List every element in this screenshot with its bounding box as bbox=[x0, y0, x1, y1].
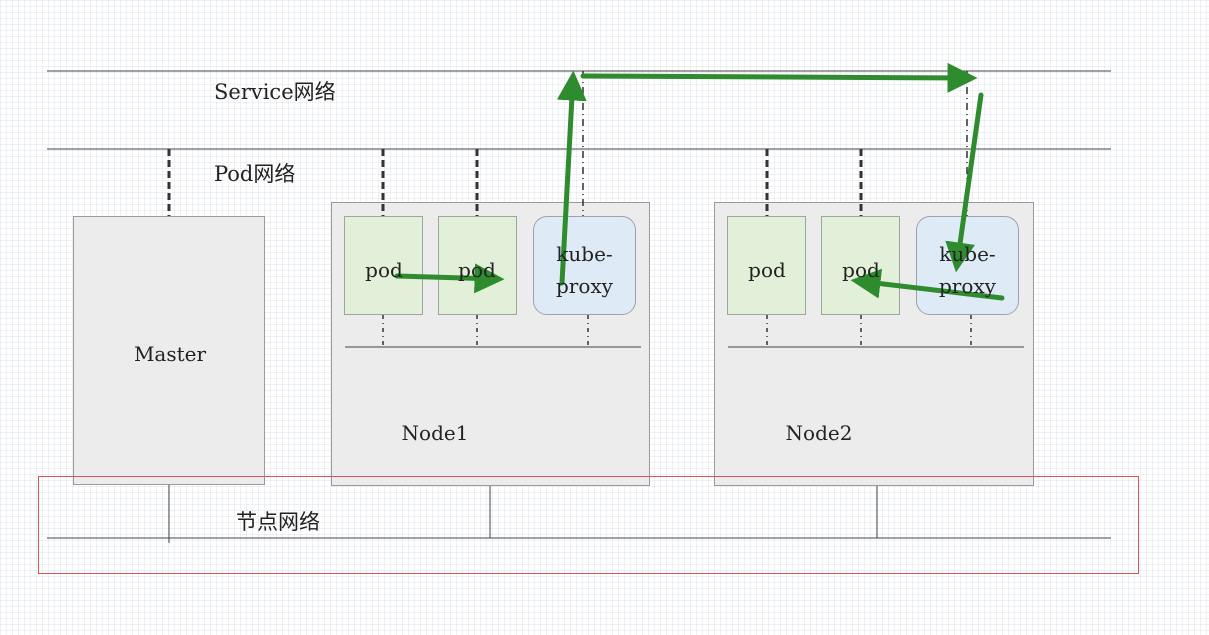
node2-pod-1 bbox=[727, 216, 806, 315]
node-internal-connectors bbox=[382, 315, 972, 347]
arrow-pod-to-pod bbox=[394, 263, 505, 294]
master-box bbox=[73, 216, 265, 485]
arrow-service-across bbox=[580, 62, 978, 93]
node2-pod-1-label: pod bbox=[748, 258, 786, 282]
arrow-proxy-to-service bbox=[556, 70, 587, 286]
node1-pod-2-label: pod bbox=[458, 258, 496, 282]
traffic-arrows bbox=[394, 62, 1005, 301]
arrow-proxy-to-pod bbox=[850, 268, 1005, 301]
master-label: Master bbox=[133, 342, 207, 366]
arrow-service-to-proxy bbox=[945, 92, 984, 273]
pod-network-label: Pod网络 bbox=[214, 162, 296, 186]
node1-pod-1 bbox=[344, 216, 423, 315]
node2-pod-2-label: pod bbox=[842, 258, 880, 282]
node-network-label: 节点网络 bbox=[236, 510, 320, 534]
node2-proxy-label-line2: proxy bbox=[939, 274, 996, 298]
pod-network-connectors bbox=[167, 149, 863, 216]
service-network-label: Service网络 bbox=[214, 80, 336, 104]
node1-proxy-label-line1: kube- bbox=[556, 242, 613, 266]
node1-kube-proxy bbox=[533, 216, 636, 315]
node1-pod-1-label: pod bbox=[365, 258, 403, 282]
node2-label: Node2 bbox=[785, 421, 853, 445]
service-network-connectors bbox=[582, 71, 968, 216]
node1-proxy-label-line2: proxy bbox=[556, 274, 613, 298]
node2-proxy-label-line1: kube- bbox=[939, 242, 996, 266]
node1-label: Node1 bbox=[401, 421, 469, 445]
node-network-highlight-frame bbox=[38, 476, 1139, 574]
node-network-links bbox=[168, 485, 878, 543]
